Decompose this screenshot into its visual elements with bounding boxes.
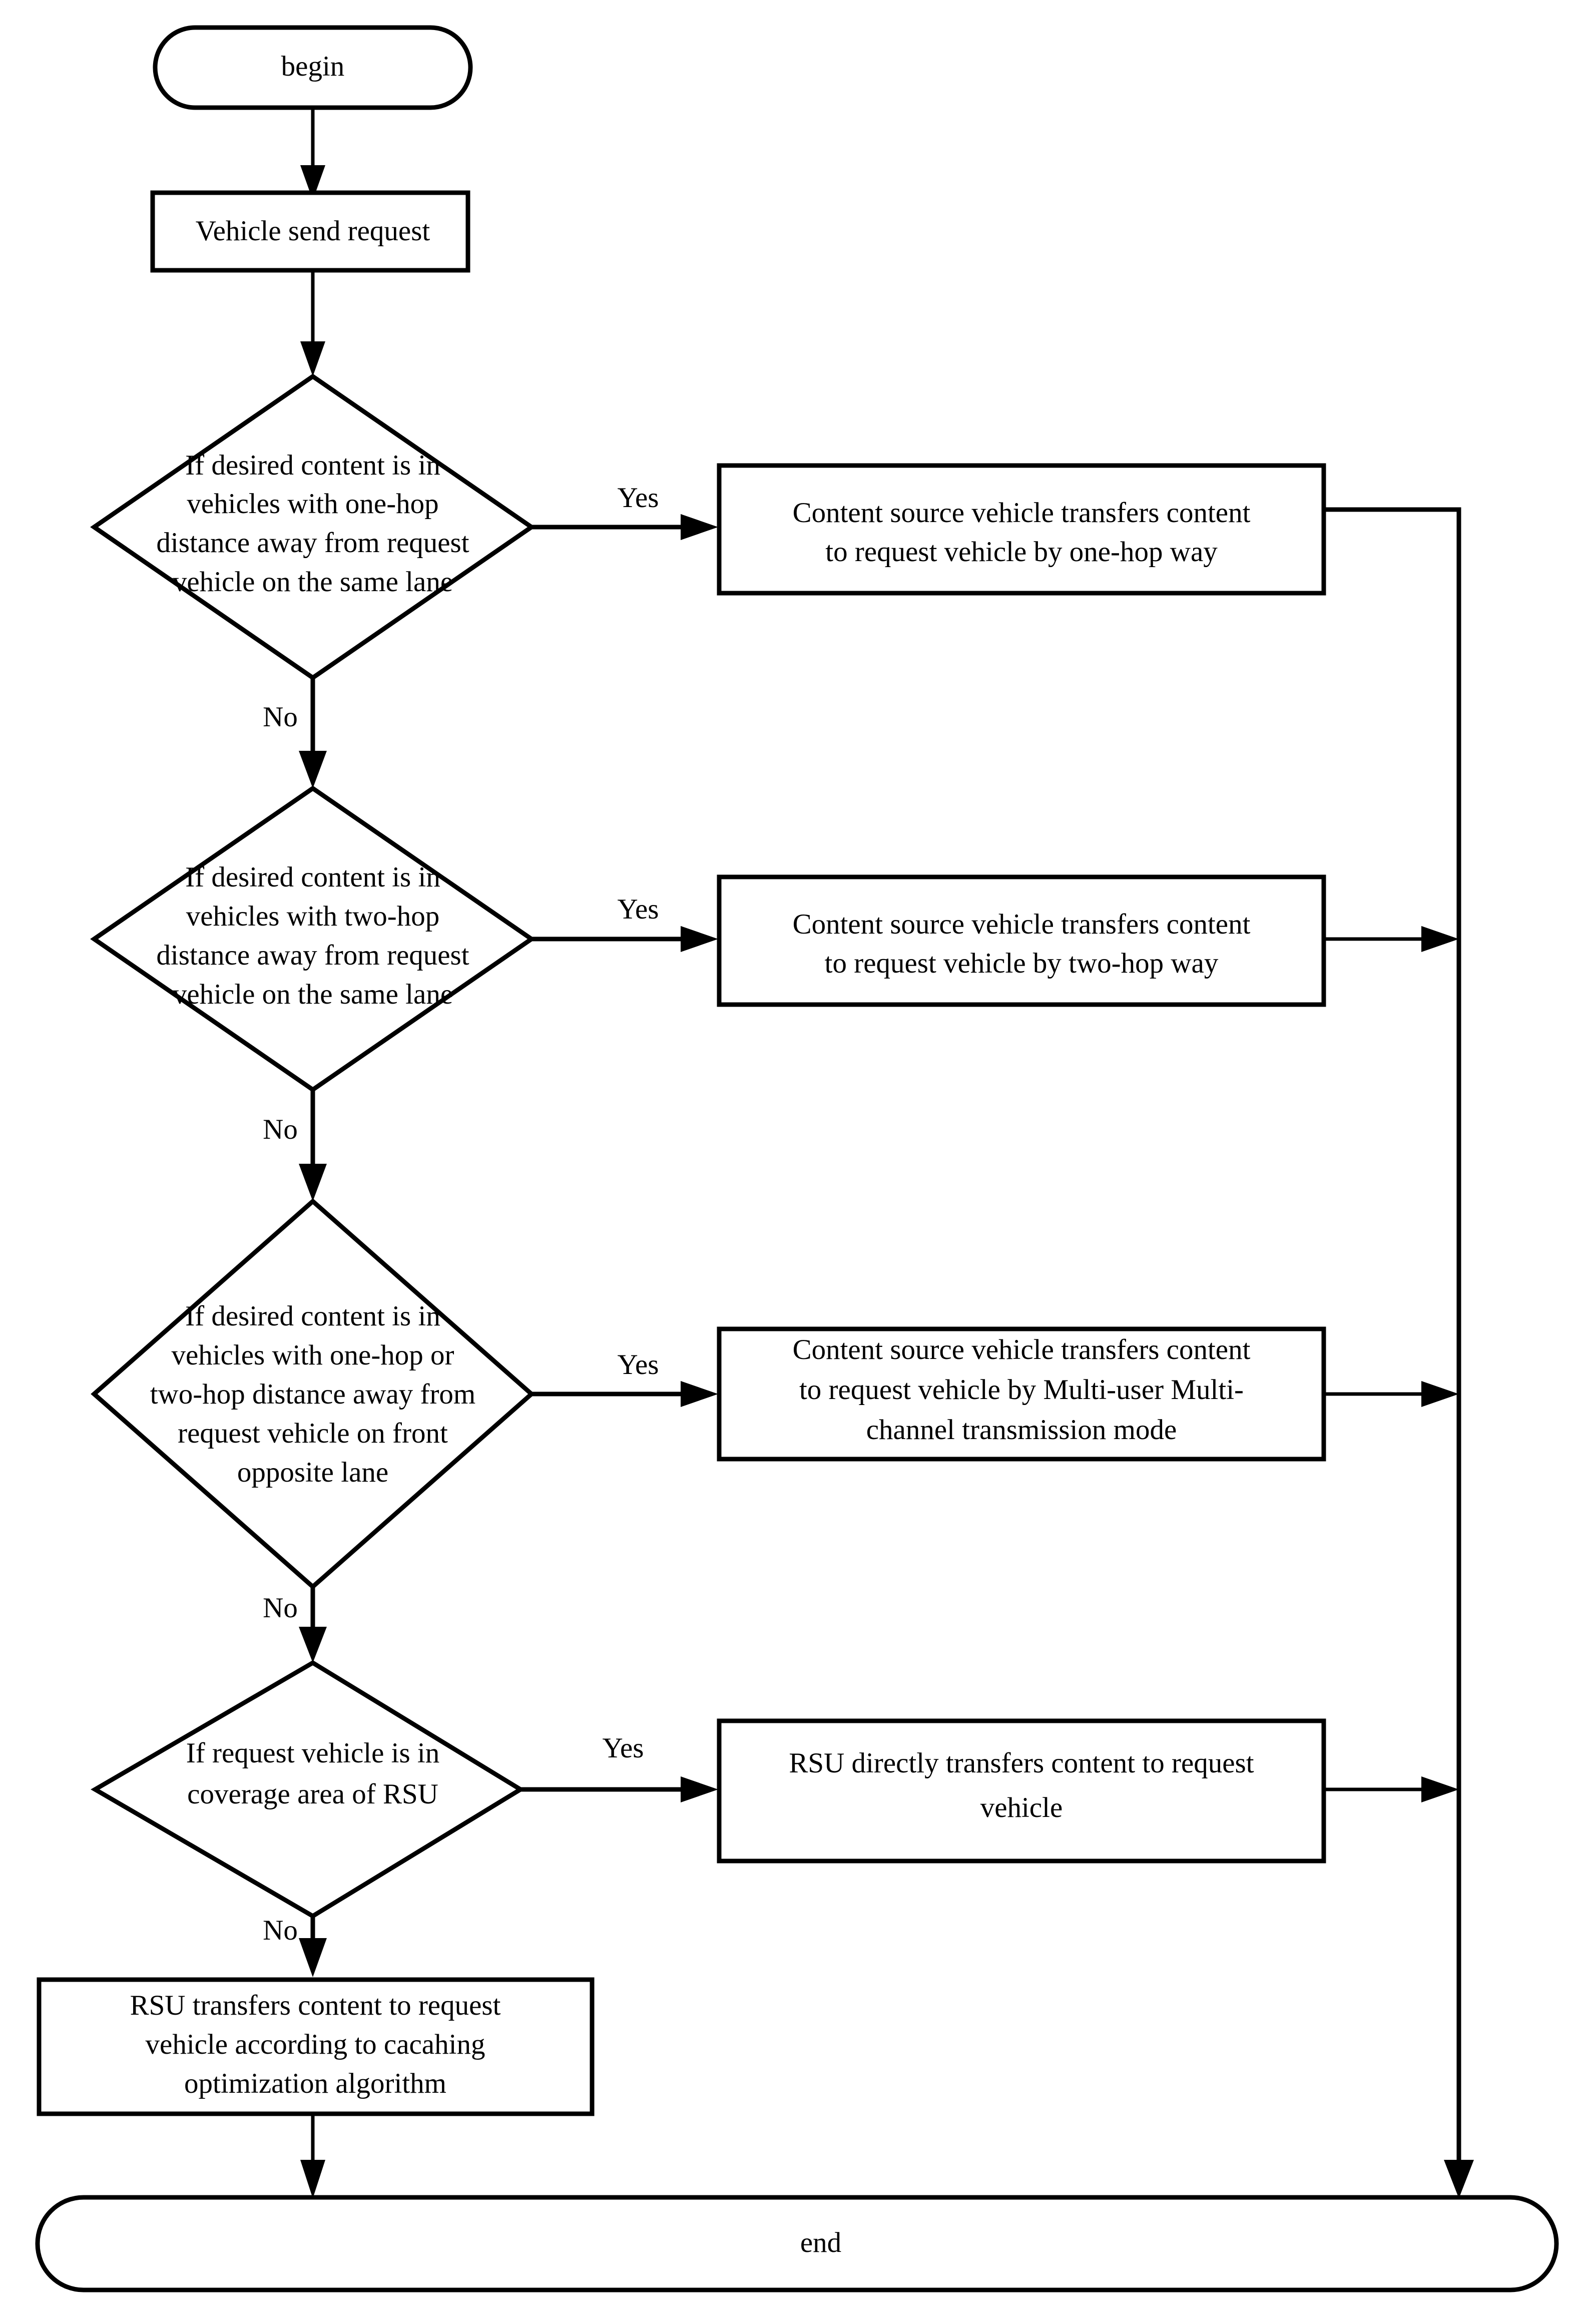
edge-action5-to-end [300,2114,325,2198]
decision1-line1: If desired content is in [185,449,440,481]
decision1-line2: vehicles with one-hop [187,488,438,520]
arrow-head-icon [299,1164,327,1201]
node-begin[interactable]: begin [153,25,473,110]
action1-line1: Content source vehicle transfers content [793,497,1251,529]
decision1-line4: vehicle on the same lane [173,566,453,598]
arrow-head-icon [300,2160,325,2198]
arrow-head-icon [681,1776,718,1802]
decision3-line5: opposite lane [237,1457,388,1488]
decision4-line1: If request vehicle is in [186,1737,440,1769]
node-action5[interactable]: RSU transfers content to request vehicle… [37,1977,595,2116]
node-action2[interactable]: Content source vehicle transfers content… [717,874,1326,1007]
send-request-label: Vehicle send request [196,215,430,247]
edge-decision1-yes: Yes [531,482,718,540]
arrow-head-icon [299,751,327,788]
arrow-head-icon [1421,1381,1459,1407]
edge-action4-to-rail [1324,1776,1459,1802]
node-decision2[interactable]: If desired content is in vehicles with t… [90,785,536,1093]
decision2-line4: vehicle on the same lane [173,979,453,1010]
node-action1[interactable]: Content source vehicle transfers content… [717,463,1326,596]
action4-line2: vehicle [980,1792,1063,1823]
action5-line1: RSU transfers content to request [130,1990,501,2021]
action5-box-shape [37,1977,595,2116]
node-action3[interactable]: Content source vehicle transfers content… [717,1326,1326,1462]
arrow-head-icon [300,341,325,376]
action5-line3: optimization algorithm [184,2068,446,2099]
edge-label-yes2: Yes [618,893,659,925]
edge-label-yes4: Yes [603,1732,644,1764]
edge-action2-to-rail [1324,926,1459,952]
decision2-line1: If desired content is in [185,861,440,893]
arrow-head-icon [1421,926,1459,952]
decision2-line3: distance away from request [156,940,469,971]
edge-label-no3: No [263,1592,298,1624]
edge-begin-to-send-request [300,108,325,200]
node-decision1[interactable]: If desired content is in vehicles with o… [90,373,536,681]
send-request-box-shape [150,190,470,273]
edge-action1-to-rail [1324,507,1461,651]
end-label: end [800,2227,841,2258]
decision2-diamond-shape [90,785,536,1093]
edge-label-yes3: Yes [618,1349,659,1380]
arrow-head-icon [681,1381,718,1407]
edge-decision3-yes: Yes [531,1349,718,1407]
action1-box-shape [717,463,1326,596]
decision4-line2: coverage area of RSU [187,1778,438,1810]
decision1-line3: distance away from request [156,527,469,559]
edge-decision4-yes: Yes [520,1732,718,1802]
edge-action3-to-rail [1324,1381,1459,1407]
edge-send-request-to-decision1 [300,270,325,376]
action5-line2: vehicle according to cacahing [146,2029,485,2060]
decision3-line4: request vehicle on front [178,1418,448,1449]
decision2-line2: vehicles with two-hop [186,900,440,932]
begin-label: begin [281,51,345,82]
node-send-request[interactable]: Vehicle send request [150,190,470,273]
edge-label-no4: No [263,1915,298,1946]
edge-decision2-no: No [263,1090,327,1201]
end-terminator-shape [35,2195,1559,2292]
node-decision4[interactable]: If request vehicle is in coverage area o… [91,1660,525,1919]
node-end[interactable]: end [35,2195,1559,2292]
arrow-head-icon [299,1938,327,1977]
arrow-head-icon [1444,2160,1474,2198]
action1-line2: to request vehicle by one-hop way [825,536,1218,568]
node-action4[interactable]: RSU directly transfers content to reques… [717,1718,1326,1864]
decision3-line2: vehicles with one-hop or [171,1339,454,1371]
action3-line3: channel transmission mode [866,1414,1177,1446]
action4-line1: RSU directly transfers content to reques… [789,1747,1254,1779]
edge-label-yes1: Yes [618,482,659,514]
edge-decision3-no: No [263,1587,327,1663]
action2-box-shape [717,874,1326,1007]
action2-line2: to request vehicle by two-hop way [825,948,1219,979]
action3-box-shape [717,1326,1326,1462]
edge-decision2-yes: Yes [531,893,718,952]
decision3-line3: two-hop distance away from [150,1378,476,1410]
arrow-head-icon [681,514,718,540]
right-rail-connector [1444,510,1474,2198]
node-decision3[interactable]: If desired content is in vehicles with o… [91,1198,535,1590]
decision3-line1: If desired content is in [185,1300,440,1332]
action2-line1: Content source vehicle transfers content [793,908,1251,940]
action4-box-shape [717,1718,1326,1864]
arrow-head-icon [300,165,325,200]
action3-line2: to request vehicle by Multi-user Multi- [799,1374,1244,1406]
edge-label-no2: No [263,1114,298,1145]
arrow-head-icon [1421,1776,1459,1802]
arrow-head-icon [681,926,718,952]
edge-label-no1: No [263,701,298,733]
action3-line1: Content source vehicle transfers content [793,1334,1251,1365]
edge-decision4-no: No [263,1915,327,1977]
edge-decision1-no: No [263,678,327,788]
arrow-head-icon [299,1627,327,1663]
